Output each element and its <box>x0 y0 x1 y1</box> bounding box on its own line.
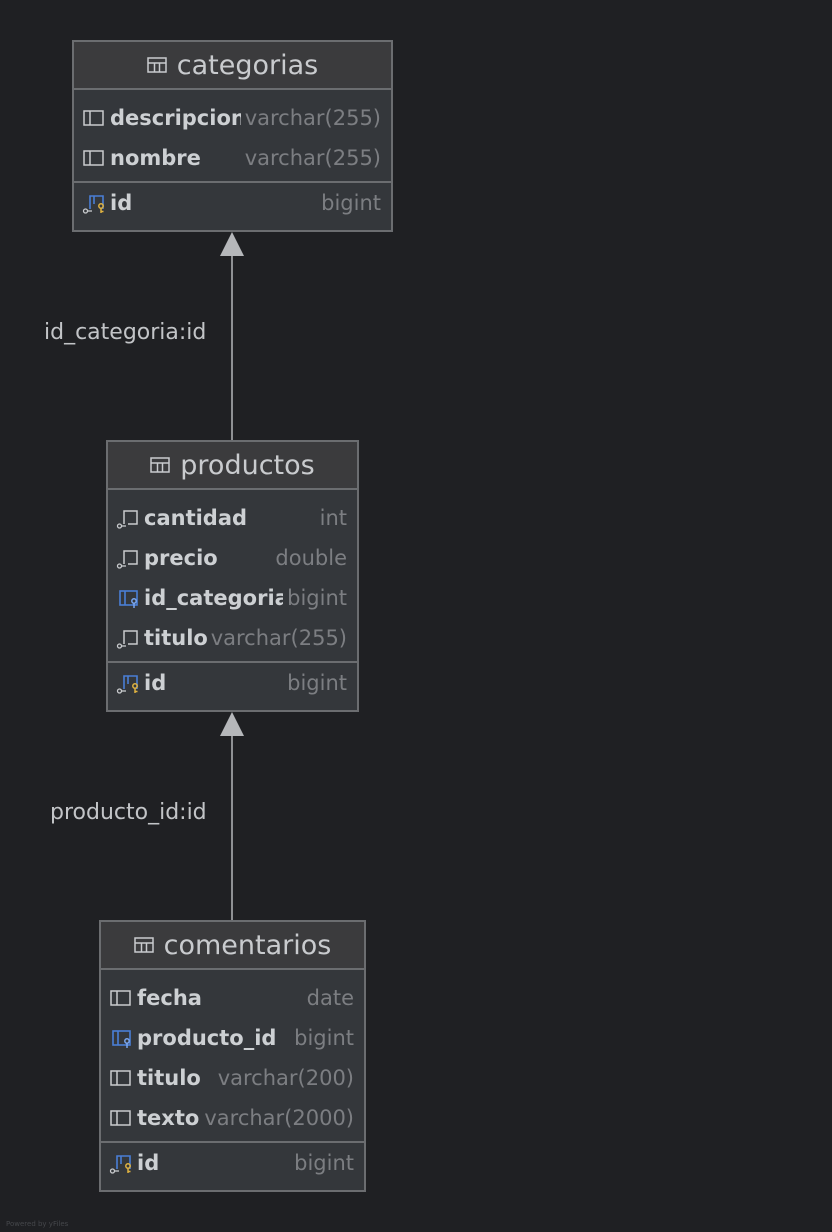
column-type: date <box>306 986 354 1010</box>
column-type: int <box>319 506 347 530</box>
column-icon <box>83 110 104 126</box>
column-type: bigint <box>294 1026 354 1050</box>
table-header[interactable]: productos <box>108 442 357 490</box>
column-name: titulo <box>144 626 207 650</box>
primary-key-row[interactable]: id bigint <box>74 183 391 223</box>
watermark: Powered by yFiles <box>6 1220 69 1228</box>
table-productos[interactable]: productos cantidad int precio double id_… <box>106 440 359 712</box>
primary-key-row[interactable]: id bigint <box>101 1143 364 1183</box>
column-name: id <box>137 1151 160 1175</box>
table-icon <box>133 937 154 953</box>
primary-key-row[interactable]: id bigint <box>108 663 357 703</box>
relation-label-id-categoria: id_categoria:id <box>44 320 207 345</box>
column-icon <box>110 990 131 1006</box>
column-icon <box>110 1110 131 1126</box>
primary-key-divider <box>74 181 391 183</box>
column-name: id_categoria <box>144 586 284 610</box>
column-type: bigint <box>287 586 347 610</box>
column-type: bigint <box>321 191 381 215</box>
column-row[interactable]: descripcion varchar(255) <box>74 98 391 138</box>
primary-key-icon <box>116 675 138 694</box>
column-name: descripcion <box>110 106 241 130</box>
column-icon <box>110 1070 131 1086</box>
column-type: bigint <box>287 671 347 695</box>
column-row[interactable]: nombre varchar(255) <box>74 138 391 178</box>
column-type: bigint <box>294 1151 354 1175</box>
table-icon <box>150 457 171 473</box>
table-categorias[interactable]: categorias descripcion varchar(255) nomb… <box>72 40 393 232</box>
primary-key-icon <box>109 1155 131 1174</box>
column-row[interactable]: id_categoria bigint <box>108 578 357 618</box>
table-header[interactable]: categorias <box>74 42 391 90</box>
column-name: titulo <box>137 1066 201 1090</box>
column-name: precio <box>144 546 218 570</box>
primary-key-icon <box>82 195 104 214</box>
table-icon <box>147 57 167 73</box>
column-type: varchar(255) <box>244 106 381 130</box>
foreign-key-icon <box>119 590 138 608</box>
arrowhead-categorias <box>220 232 244 256</box>
column-row[interactable]: precio double <box>108 538 357 578</box>
not-null-column-icon <box>116 630 138 649</box>
primary-key-divider <box>108 661 357 663</box>
column-name: id <box>144 671 167 695</box>
column-row[interactable]: fecha date <box>101 978 364 1018</box>
column-type: varchar(255) <box>210 626 347 650</box>
column-type: varchar(2000) <box>204 1106 354 1130</box>
column-name: fecha <box>137 986 202 1010</box>
table-name: comentarios <box>163 929 332 961</box>
column-row[interactable]: producto_id bigint <box>101 1018 364 1058</box>
column-row[interactable]: titulo varchar(255) <box>108 618 357 658</box>
column-icon <box>83 150 104 166</box>
not-null-column-icon <box>116 550 138 569</box>
column-row[interactable]: cantidad int <box>108 498 357 538</box>
column-name: id <box>110 191 133 215</box>
column-name: texto <box>137 1106 200 1130</box>
table-comentarios[interactable]: comentarios fecha date producto_id bigin… <box>99 920 366 1192</box>
column-name: cantidad <box>144 506 248 530</box>
table-header[interactable]: comentarios <box>101 922 364 970</box>
column-name: producto_id <box>137 1026 277 1050</box>
foreign-key-icon <box>112 1030 131 1048</box>
column-row[interactable]: titulo varchar(200) <box>101 1058 364 1098</box>
not-null-column-icon <box>116 510 138 529</box>
table-name: productos <box>180 449 315 481</box>
table-name: categorias <box>176 49 319 81</box>
primary-key-divider <box>101 1141 364 1143</box>
column-row[interactable]: texto varchar(2000) <box>101 1098 364 1138</box>
column-name: nombre <box>110 146 201 170</box>
column-type: varchar(255) <box>244 146 381 170</box>
relation-label-producto-id: producto_id:id <box>50 800 207 825</box>
arrowhead-productos <box>220 712 244 736</box>
column-type: double <box>275 546 347 570</box>
column-type: varchar(200) <box>217 1066 354 1090</box>
